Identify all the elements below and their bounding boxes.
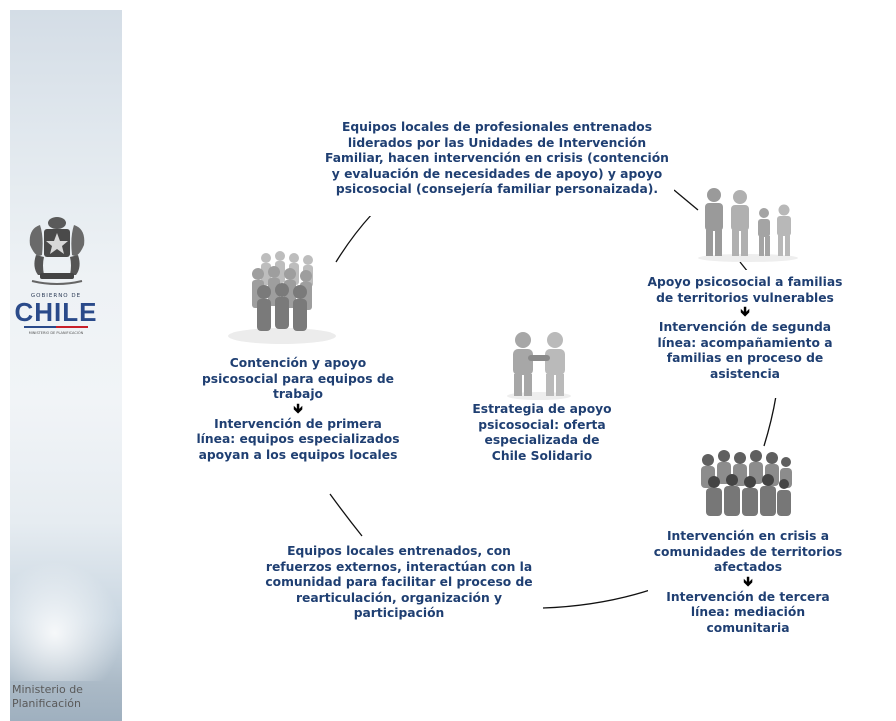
bottom-text-box: Equipos locales entrenados, con refuerzo… <box>256 541 542 637</box>
gobierno-label: GOBIERNO DE <box>30 293 82 299</box>
connector-top-right <box>673 189 699 211</box>
top-description: Equipos locales de profesionales entrena… <box>325 120 669 196</box>
center-text-box: Estrategia de apoyo psicosocial: oferta … <box>470 400 614 474</box>
left-heading: Contención y apoyo psicosocial para equi… <box>202 356 394 401</box>
left-detail: Intervención de primera línea: equipos e… <box>196 416 400 462</box>
connector-left <box>329 493 363 537</box>
right-top-heading: Apoyo psicosocial a familias de territor… <box>647 275 843 305</box>
center-strategy-text: Estrategia de apoyo psicosocial: oferta … <box>472 402 612 463</box>
team-crowd-icon <box>228 251 336 344</box>
bottom-description: Equipos locales entrenados, con refuerzo… <box>265 544 533 620</box>
right-bottom-heading: Intervención en crisis a comunidades de … <box>653 529 843 574</box>
chile-logo-bar <box>24 326 88 328</box>
ministry-small-label: MINISTERIO DE PLANIFICACIÓN <box>28 331 84 335</box>
ministry-label: Ministerio de Planificación <box>12 683 83 710</box>
right-bottom-detail: Intervención de tercera línea: mediación… <box>666 589 830 635</box>
down-arrow-icon: 🡻 <box>740 305 750 320</box>
connector-bottom-right <box>542 589 651 609</box>
down-arrow-icon: 🡻 <box>293 401 303 417</box>
right-top-detail: Intervención de segunda línea: acompañam… <box>657 320 833 381</box>
handshake-people-icon <box>507 332 571 400</box>
sidebar-banner <box>10 10 122 721</box>
community-crowd-icon <box>701 450 792 516</box>
chile-logo-text: CHILE <box>14 297 98 327</box>
down-arrow-icon: 🡻 <box>743 574 753 590</box>
top-text-box: Equipos locales de profesionales entrena… <box>320 116 674 216</box>
right-bottom-text-box: Intervención en crisis a comunidades de … <box>648 524 848 638</box>
family-figures-icon <box>698 188 798 262</box>
sidebar-mist <box>10 561 122 681</box>
right-top-text-box: Apoyo psicosocial a familias de territor… <box>640 270 850 398</box>
connector-top-left <box>335 213 373 263</box>
connector-right <box>763 395 777 447</box>
chile-coat-of-arms-icon <box>29 217 85 285</box>
left-text-box: Contención y apoyo psicosocial para equi… <box>196 352 400 492</box>
